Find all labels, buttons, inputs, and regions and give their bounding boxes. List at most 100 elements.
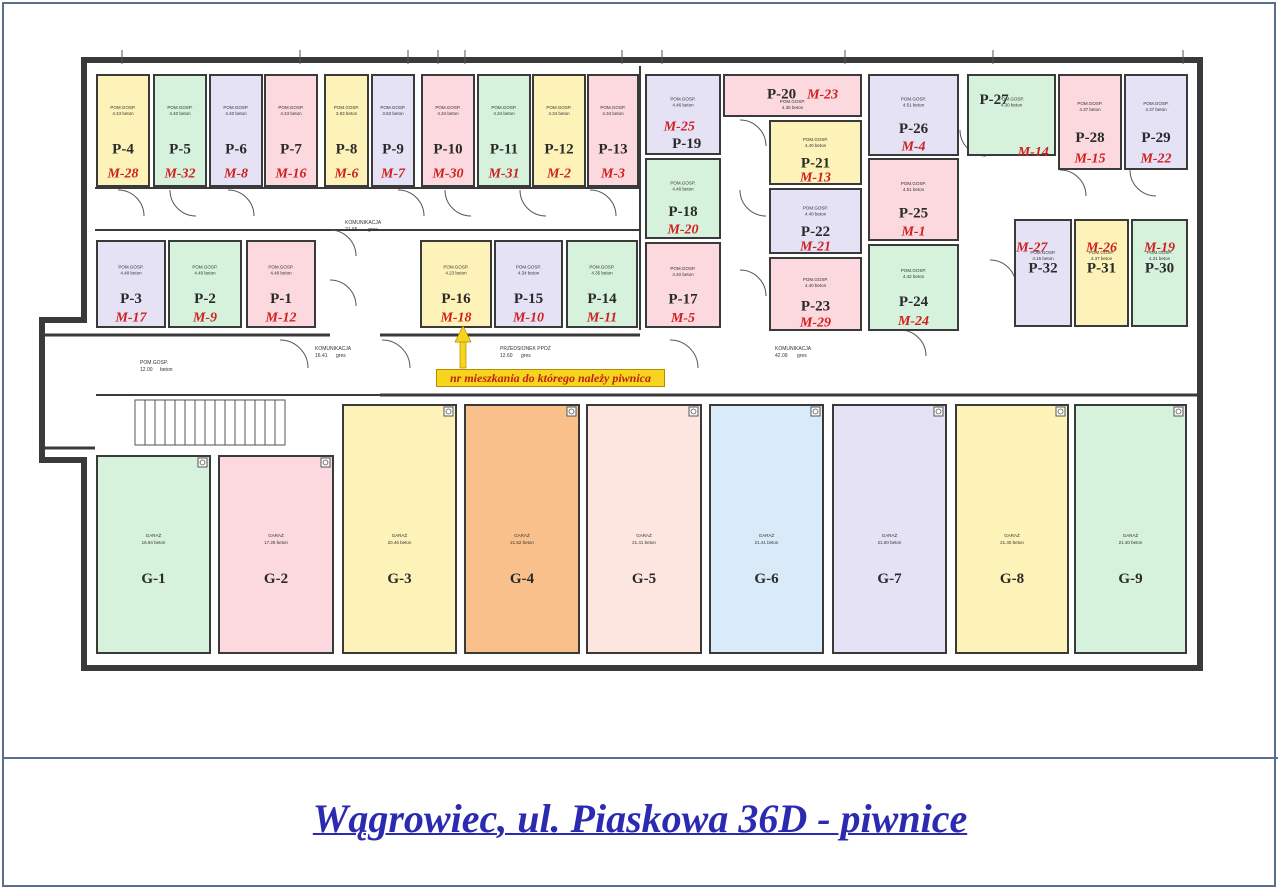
vent-icon-inner — [812, 408, 819, 415]
garage-bay[interactable] — [96, 455, 211, 654]
cellar-room[interactable] — [477, 74, 531, 187]
cellar-room[interactable] — [645, 242, 721, 328]
cellar-room[interactable] — [168, 240, 242, 328]
cellar-id: P-26 — [899, 121, 929, 137]
cellar-room[interactable] — [1124, 74, 1188, 170]
cellar-room[interactable] — [769, 188, 862, 254]
cellar-id: P-2 — [194, 291, 216, 307]
cellar-room[interactable] — [96, 74, 150, 187]
cellar-area: 4.34 beton — [602, 111, 624, 116]
cellar-room[interactable] — [421, 74, 475, 187]
cellar-type-label: POM.GOSP. — [803, 277, 828, 282]
cellar-room[interactable] — [723, 74, 862, 117]
garage-bay[interactable] — [955, 404, 1069, 654]
cellar-room[interactable] — [1014, 219, 1072, 327]
cellar-area: 4.49 beton — [194, 271, 216, 276]
cellar-id: P-21 — [801, 156, 830, 172]
cellar-room[interactable] — [264, 74, 318, 187]
garage-id: G-4 — [510, 571, 535, 587]
cellar-room[interactable] — [96, 240, 166, 328]
cellar-room[interactable] — [566, 240, 638, 328]
cellar-room[interactable] — [769, 120, 862, 185]
cellar-room[interactable] — [1058, 74, 1122, 170]
cellar-room[interactable] — [1074, 219, 1129, 327]
cellar-type-label: POM.GOSP. — [670, 266, 695, 271]
garage-bay[interactable] — [342, 404, 457, 654]
garage-bay[interactable] — [1074, 404, 1187, 654]
cellar-id: P-32 — [1028, 261, 1057, 277]
cellar-room[interactable] — [209, 74, 263, 187]
cellar-room[interactable] — [324, 74, 369, 187]
cellar-room[interactable] — [645, 158, 721, 239]
cellar-owner: M-15 — [1073, 152, 1105, 167]
cellar-room[interactable] — [494, 240, 563, 328]
cellar-room[interactable] — [420, 240, 492, 328]
cellar-room[interactable] — [587, 74, 639, 187]
cellar-room[interactable] — [153, 74, 207, 187]
cellar-owner: M-17 — [114, 311, 147, 326]
cellar-owner: M-21 — [799, 239, 831, 254]
garage-bay[interactable] — [832, 404, 947, 654]
cellar-room[interactable] — [868, 74, 959, 156]
garage-bay[interactable] — [709, 404, 824, 654]
cellar-room[interactable] — [532, 74, 586, 187]
cellar-area: 4.34 beton — [437, 111, 459, 116]
cellar-room[interactable] — [645, 74, 721, 155]
cellar-area: 4.37 beton — [1145, 107, 1167, 112]
cellar-room[interactable] — [246, 240, 316, 328]
cellar-room[interactable] — [868, 158, 959, 241]
garage-bay[interactable] — [464, 404, 580, 654]
garage-bay[interactable] — [218, 455, 334, 654]
garage-bay[interactable] — [586, 404, 702, 654]
cellar-room[interactable] — [769, 257, 862, 331]
cellar-room[interactable] — [967, 74, 1056, 156]
cellar-id: P-8 — [336, 141, 358, 157]
cellar-room[interactable] — [868, 244, 959, 331]
cellar-area: 4.40 beton — [672, 272, 694, 277]
cellar-room[interactable] — [1131, 219, 1188, 327]
cellar-room[interactable] — [371, 74, 415, 187]
